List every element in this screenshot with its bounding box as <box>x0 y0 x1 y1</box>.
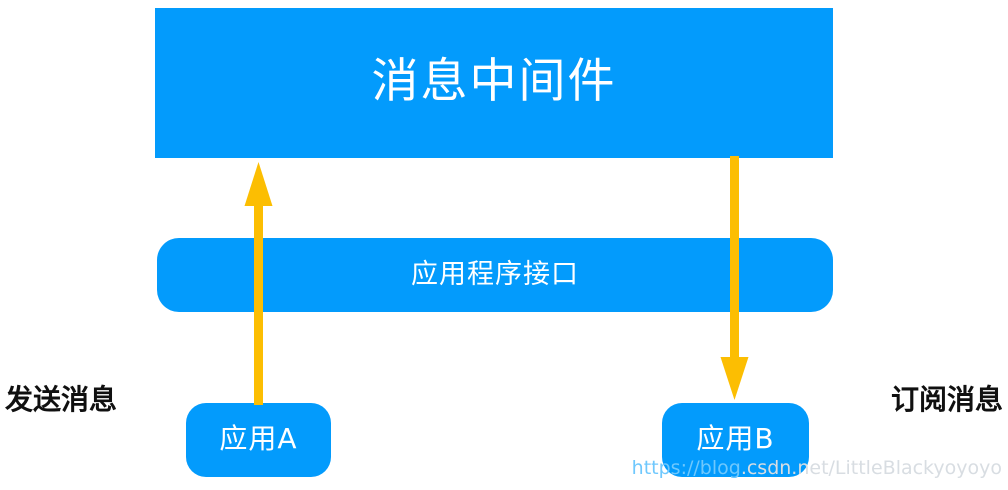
caption-send-message: 发送消息 <box>5 383 118 416</box>
watermark-part-gray: .csdn.net/LittleBlackyoyoyo <box>740 457 1002 479</box>
watermark: https://blog.csdn.net/LittleBlackyoyoyo <box>632 457 1002 479</box>
message-middleware-label: 消息中间件 <box>371 53 617 109</box>
application-b-box[interactable]: 应用B <box>662 403 809 477</box>
api-label: 应用程序接口 <box>411 258 579 290</box>
message-middleware-box[interactable]: 消息中间件 <box>155 8 833 158</box>
send-arrow-head-icon <box>244 162 273 206</box>
caption-subscribe-message: 订阅消息 <box>890 383 1003 416</box>
application-a-label: 应用A <box>219 422 298 455</box>
application-b-label: 应用B <box>696 422 775 455</box>
watermark-part-blue: https://blog <box>631 457 741 479</box>
api-box[interactable]: 应用程序接口 <box>157 238 833 312</box>
subscribe-arrow-head-icon <box>720 357 749 400</box>
application-a-box[interactable]: 应用A <box>186 403 331 477</box>
